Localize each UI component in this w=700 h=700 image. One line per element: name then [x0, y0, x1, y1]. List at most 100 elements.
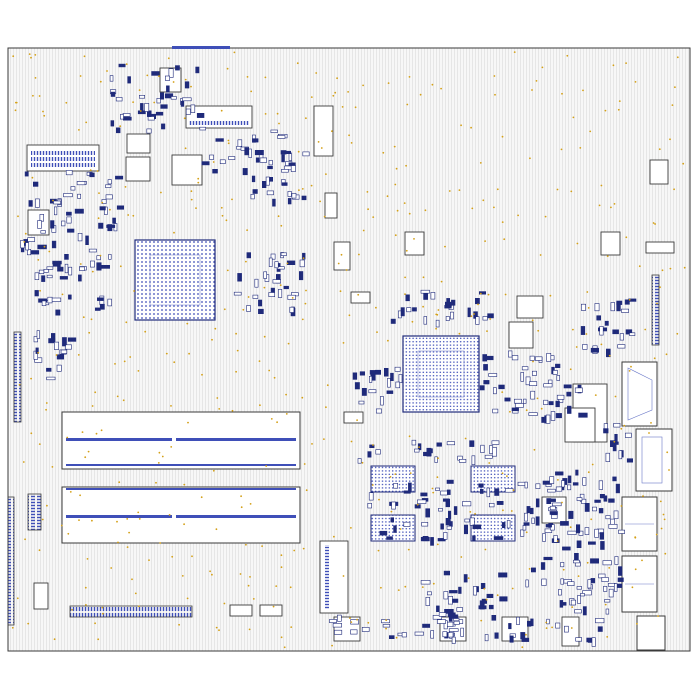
smd-part — [599, 325, 604, 336]
smd-part — [568, 510, 574, 519]
io-connector-4[interactable] — [621, 555, 658, 613]
via — [98, 192, 100, 195]
io-connector-3[interactable] — [621, 496, 658, 552]
via — [188, 352, 191, 355]
smd-part — [270, 129, 278, 133]
top-left-connector[interactable] — [26, 144, 100, 172]
via — [479, 292, 482, 295]
via — [349, 617, 351, 619]
pcb-board — [7, 47, 691, 652]
via — [261, 545, 263, 547]
smd-part — [394, 366, 401, 372]
cpu-bga-left[interactable] — [134, 239, 216, 321]
smd-part — [592, 506, 597, 512]
via — [557, 479, 559, 481]
smd-part — [246, 305, 251, 312]
via — [614, 395, 617, 398]
pci-header[interactable] — [319, 540, 349, 614]
ram-chip-2[interactable] — [470, 465, 516, 493]
smd-part — [101, 199, 107, 204]
smd-part — [420, 580, 431, 585]
smd-part — [28, 200, 33, 207]
via — [432, 582, 435, 585]
left-small-header[interactable] — [27, 493, 42, 531]
ram-chip-1[interactable] — [370, 465, 416, 493]
via — [173, 231, 175, 234]
via — [190, 85, 192, 88]
via — [165, 352, 168, 355]
chipset-bga-center[interactable] — [402, 335, 480, 413]
via — [211, 338, 213, 341]
via — [642, 495, 644, 497]
smd-part — [504, 488, 514, 493]
via — [235, 370, 238, 373]
smd-part — [474, 297, 480, 305]
via — [598, 204, 601, 207]
smd-part — [448, 628, 459, 632]
right-edge-header[interactable] — [651, 274, 660, 346]
via — [458, 189, 461, 192]
smd-part — [584, 502, 590, 512]
smd-part — [35, 347, 39, 354]
smd-part — [368, 389, 377, 394]
via — [501, 221, 504, 224]
smd-part — [613, 510, 619, 519]
via — [247, 584, 250, 587]
smd-part — [520, 372, 524, 382]
via — [638, 265, 641, 268]
smd-part — [116, 127, 121, 134]
via — [209, 570, 212, 573]
smd-part — [280, 150, 287, 155]
via — [510, 510, 513, 512]
io-connector-5[interactable] — [636, 615, 666, 651]
smd-part — [446, 479, 454, 484]
via — [407, 548, 410, 551]
smd-part — [250, 194, 255, 200]
via — [431, 83, 434, 86]
smd-part — [567, 530, 577, 535]
smd-part — [617, 577, 624, 582]
dimm-slot-2[interactable] — [61, 486, 301, 544]
smd-part — [302, 252, 306, 260]
smd-part — [430, 292, 436, 300]
bottom-edge-connector[interactable] — [69, 605, 193, 618]
via — [38, 549, 41, 552]
smd-part — [435, 487, 440, 491]
via — [608, 354, 611, 357]
io-connector-2[interactable] — [635, 428, 673, 492]
smd-part — [508, 350, 513, 358]
via — [513, 51, 516, 53]
via — [606, 636, 609, 638]
via — [79, 263, 82, 265]
via — [157, 462, 160, 464]
smd-part — [498, 384, 505, 390]
via — [469, 511, 472, 513]
smd-part — [390, 372, 394, 382]
via — [467, 577, 470, 579]
via — [396, 209, 399, 212]
via — [30, 377, 32, 380]
left-edge-connector[interactable] — [13, 331, 22, 423]
left-edge-connector-lower[interactable] — [7, 496, 15, 626]
smd-part — [254, 278, 259, 288]
dimm-slot-1[interactable] — [61, 411, 301, 470]
via — [52, 199, 54, 202]
via — [587, 307, 590, 309]
via — [293, 549, 296, 552]
smd-part — [110, 120, 115, 127]
via — [85, 604, 87, 606]
smd-part — [412, 307, 417, 312]
via — [350, 440, 353, 443]
top-center-connector[interactable] — [185, 105, 253, 129]
via — [124, 186, 127, 188]
smd-part — [516, 616, 520, 626]
via — [405, 164, 407, 167]
via — [537, 329, 540, 332]
smd-part — [511, 407, 519, 412]
io-connector-1[interactable] — [621, 361, 658, 427]
via — [576, 242, 579, 245]
smd-part — [436, 605, 440, 613]
smd-part — [560, 602, 567, 606]
via — [95, 432, 98, 435]
